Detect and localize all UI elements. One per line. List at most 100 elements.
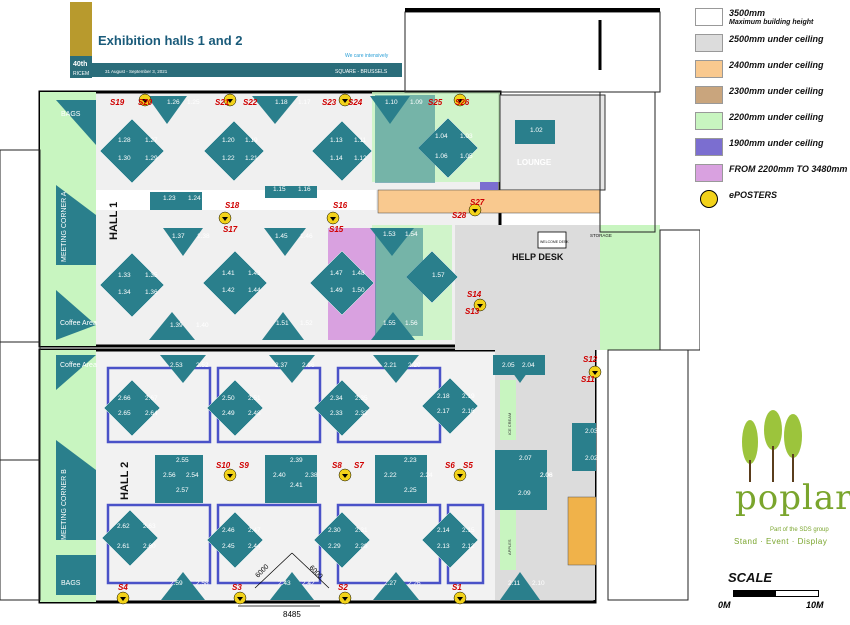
storage-label: STORAGE xyxy=(590,233,612,238)
booth-triangle[interactable] xyxy=(160,355,206,383)
booth-triangle[interactable] xyxy=(262,312,304,340)
booth-label: 1.44 xyxy=(248,287,261,294)
legend-item: 2300mm under ceiling xyxy=(695,84,847,106)
booth-diamond[interactable] xyxy=(202,250,268,316)
orange-block-hall2 xyxy=(567,496,597,566)
eposter-label: S19 xyxy=(110,98,125,107)
booth-label: 2.40 xyxy=(273,472,286,479)
booth-label: 2.20 xyxy=(408,362,421,369)
legend-label: 1900mm under ceiling xyxy=(729,138,824,148)
booth-triangle[interactable] xyxy=(270,572,314,600)
coffee-area-1 xyxy=(56,290,96,340)
booth-label: 1.50 xyxy=(352,287,365,294)
booth-diamond[interactable] xyxy=(103,379,161,437)
booth-label: 2.57 xyxy=(176,487,189,494)
booth-label: 2.39 xyxy=(290,457,303,464)
booth-diamond[interactable] xyxy=(206,511,264,569)
booth-label: 1.19 xyxy=(245,137,258,144)
booth-label: 2.03 xyxy=(585,428,598,435)
booth-label: 1.46 xyxy=(300,233,313,240)
booth-label: 1.40 xyxy=(196,322,209,329)
dimension-8485: 8485 xyxy=(283,610,301,619)
apples-label: APPLES xyxy=(507,539,512,555)
eposter-arrow-icon xyxy=(472,209,478,213)
booth-diamond[interactable] xyxy=(311,120,373,182)
booth-diamond[interactable] xyxy=(101,509,159,567)
booth-diamond[interactable] xyxy=(99,252,165,318)
booth-triangle[interactable] xyxy=(252,96,298,124)
eposter-arrow-icon xyxy=(227,474,233,478)
booth-triangle[interactable] xyxy=(163,228,203,256)
booth-triangle[interactable] xyxy=(373,572,419,600)
meeting-corner-a-label: MEETING CORNER A xyxy=(61,191,68,262)
booth-square[interactable] xyxy=(375,228,423,336)
ice-cream-label: ICE CREAM xyxy=(507,413,512,435)
booth-square[interactable] xyxy=(515,120,555,144)
booth-label: 1.05 xyxy=(460,153,473,160)
booth-diamond[interactable] xyxy=(421,511,479,569)
booth-label: 1.35 xyxy=(145,272,158,279)
booth-triangle[interactable] xyxy=(373,355,419,383)
booth-diamond[interactable] xyxy=(421,377,479,435)
booth-triangle[interactable] xyxy=(264,228,306,256)
booth-label: 1.06 xyxy=(435,153,448,160)
eposter-label: S22 xyxy=(243,98,258,107)
floor-plan: Exhibition halls 1 and 2 40th RICEM 31 A… xyxy=(0,2,700,619)
legend-label: 2300mm under ceiling xyxy=(729,86,824,96)
booth-label: 2.42 xyxy=(302,580,315,587)
eposter-label: S6 xyxy=(445,461,455,470)
meeting-corner-a xyxy=(56,185,96,265)
grey-zone-helpdesk xyxy=(455,225,600,350)
lounge-label: LOUNGE xyxy=(517,158,552,167)
booth-label: 1.03 xyxy=(460,133,473,140)
booth-triangle[interactable] xyxy=(161,572,205,600)
booth-diamond[interactable] xyxy=(203,120,265,182)
booth-label: 2.55 xyxy=(176,457,189,464)
booth-square[interactable] xyxy=(375,95,435,183)
booth-label: 2.09 xyxy=(518,490,531,497)
booth-label: 1.51 xyxy=(276,320,289,327)
booth-label: 2.44 xyxy=(248,543,261,550)
booth-square[interactable] xyxy=(572,423,596,471)
booth-label: 2.06 xyxy=(540,472,553,479)
booth-diamond[interactable] xyxy=(313,379,371,437)
booth-triangle[interactable] xyxy=(149,312,195,340)
booth-diamond[interactable] xyxy=(99,118,165,184)
booth-label: 1.38 xyxy=(197,233,210,240)
eposter-arrow-icon xyxy=(457,597,463,601)
booth-square[interactable] xyxy=(493,355,545,375)
booth-label: 2.31 xyxy=(355,527,368,534)
booth-diamond[interactable] xyxy=(313,511,371,569)
booth-label: 1.54 xyxy=(405,231,418,238)
booth-square[interactable] xyxy=(375,455,427,503)
booth-square[interactable] xyxy=(155,455,203,503)
booth-label: 1.09 xyxy=(410,99,423,106)
booth-label: 1.57 xyxy=(432,272,445,279)
booth-triangle[interactable] xyxy=(147,96,187,124)
legend-label: 3500mm xyxy=(729,8,766,18)
booth-label: 2.56 xyxy=(163,472,176,479)
booth-label: 1.42 xyxy=(222,287,235,294)
booth-label: 2.23 xyxy=(404,457,417,464)
bags-area-1 xyxy=(56,100,96,145)
booth-triangle[interactable] xyxy=(500,572,540,600)
booth-square[interactable] xyxy=(495,450,547,510)
brand-name: poplar xyxy=(735,478,850,518)
eposter-label: S18 xyxy=(225,201,240,210)
booth-diamond[interactable] xyxy=(206,379,264,437)
booth-square[interactable] xyxy=(265,455,317,503)
eposter-arrow-icon xyxy=(477,304,483,308)
legend-swatch xyxy=(695,86,723,104)
booth-label: 2.30 xyxy=(328,527,341,534)
booth-square[interactable] xyxy=(150,192,202,210)
booth-triangle[interactable] xyxy=(269,355,315,383)
booth-label: 1.13 xyxy=(330,137,343,144)
eposter-arrow-icon xyxy=(342,597,348,601)
booth-diamond[interactable] xyxy=(309,250,375,316)
booth-label: 1.36 xyxy=(145,289,158,296)
legend-item: FROM 2200mm TO 3480mm xyxy=(695,162,847,184)
booth-label: 2.38 xyxy=(305,472,318,479)
booth-square[interactable] xyxy=(265,186,317,198)
booth-label: 2.18 xyxy=(437,393,450,400)
